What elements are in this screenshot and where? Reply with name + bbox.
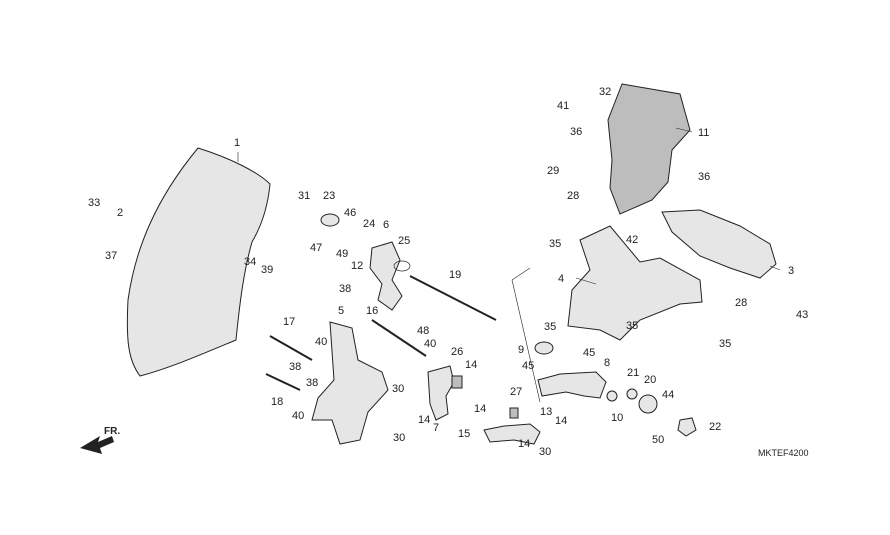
callout-41: 41 bbox=[557, 100, 569, 112]
callout-33: 33 bbox=[88, 197, 100, 209]
callout-16: 16 bbox=[366, 305, 378, 317]
callout-35b: 35 bbox=[544, 321, 556, 333]
plate-9 bbox=[534, 341, 554, 355]
callout-47: 47 bbox=[310, 242, 322, 254]
callout-28b: 28 bbox=[735, 297, 747, 309]
cap-21 bbox=[626, 388, 638, 400]
diagram-code: MKTEF4200 bbox=[758, 448, 809, 458]
callout-36a: 36 bbox=[570, 126, 582, 138]
rod-17 bbox=[269, 335, 313, 361]
callout-39: 39 bbox=[261, 264, 273, 276]
callout-40c: 40 bbox=[424, 338, 436, 350]
callout-8: 8 bbox=[604, 357, 610, 369]
callout-38a: 38 bbox=[339, 283, 351, 295]
callout-50: 50 bbox=[652, 434, 664, 446]
front-arrow-icon bbox=[80, 436, 114, 454]
callout-15: 15 bbox=[458, 428, 470, 440]
callout-22: 22 bbox=[709, 421, 721, 433]
callout-17: 17 bbox=[283, 316, 295, 328]
lower-bracket bbox=[311, 321, 389, 445]
callout-14e: 14 bbox=[555, 415, 567, 427]
callout-42: 42 bbox=[626, 234, 638, 246]
callout-38c: 38 bbox=[289, 361, 301, 373]
callout-14c: 14 bbox=[418, 414, 430, 426]
callout-18: 18 bbox=[271, 396, 283, 408]
callout-20: 20 bbox=[644, 374, 656, 386]
rod-16 bbox=[371, 319, 427, 357]
callout-44: 44 bbox=[662, 389, 674, 401]
callout-13: 13 bbox=[540, 406, 552, 418]
callout-45b: 45 bbox=[522, 360, 534, 372]
callout-23: 23 bbox=[323, 190, 335, 202]
callout-30a: 30 bbox=[392, 383, 404, 395]
callout-7: 7 bbox=[433, 422, 439, 434]
callout-29: 29 bbox=[547, 165, 559, 177]
link-7 bbox=[427, 365, 455, 421]
callout-28a: 28 bbox=[567, 190, 579, 202]
bearing-23 bbox=[320, 213, 340, 227]
bracket-6 bbox=[369, 241, 403, 311]
upper-cover bbox=[607, 83, 691, 215]
rod-19 bbox=[409, 275, 497, 321]
callout-24: 24 bbox=[363, 218, 375, 230]
callout-12: 12 bbox=[351, 260, 363, 272]
spring-27 bbox=[509, 407, 519, 419]
callout-9: 9 bbox=[518, 344, 524, 356]
callout-35a: 35 bbox=[549, 238, 561, 250]
callout-40a: 40 bbox=[315, 336, 327, 348]
callout-31: 31 bbox=[298, 190, 310, 202]
callout-21: 21 bbox=[627, 367, 639, 379]
callout-38b: 38 bbox=[306, 377, 318, 389]
o-ring-25 bbox=[393, 260, 411, 272]
windscreen bbox=[126, 147, 271, 377]
front-label: FR. bbox=[104, 426, 120, 437]
callout-1: 1 bbox=[234, 137, 240, 149]
callout-37: 37 bbox=[105, 250, 117, 262]
callout-19: 19 bbox=[449, 269, 461, 281]
callout-36b: 36 bbox=[698, 171, 710, 183]
rod-18 bbox=[265, 373, 301, 391]
arm-8 bbox=[537, 371, 607, 399]
callout-labels: 1 2 3 4 5 6 7 8 9 10 11 12 13 14 14 14 1… bbox=[88, 86, 808, 458]
callout-25: 25 bbox=[398, 235, 410, 247]
callout-49: 49 bbox=[336, 248, 348, 260]
callout-2: 2 bbox=[117, 207, 123, 219]
front-direction-indicator: FR. bbox=[80, 426, 120, 454]
callout-30c: 30 bbox=[539, 446, 551, 458]
callout-3: 3 bbox=[788, 265, 794, 277]
callout-35c: 35 bbox=[626, 320, 638, 332]
callout-6: 6 bbox=[383, 219, 389, 231]
callout-43: 43 bbox=[796, 309, 808, 321]
callout-27: 27 bbox=[510, 386, 522, 398]
spring-26 bbox=[451, 375, 463, 389]
callout-45a: 45 bbox=[583, 347, 595, 359]
callout-48: 48 bbox=[417, 325, 429, 337]
callout-14a: 14 bbox=[465, 359, 477, 371]
callout-35d: 35 bbox=[719, 338, 731, 350]
callout-40b: 40 bbox=[292, 410, 304, 422]
callout-32: 32 bbox=[599, 86, 611, 98]
callout-4: 4 bbox=[558, 273, 564, 285]
callout-34: 34 bbox=[244, 256, 256, 268]
callout-46: 46 bbox=[344, 207, 356, 219]
callout-14d: 14 bbox=[518, 438, 530, 450]
cap-22 bbox=[677, 417, 697, 437]
main-bracket bbox=[567, 225, 703, 341]
leader-lines bbox=[237, 127, 781, 403]
callout-11: 11 bbox=[698, 127, 709, 139]
callout-26: 26 bbox=[451, 346, 463, 358]
callout-30b: 30 bbox=[393, 432, 405, 444]
callout-14b: 14 bbox=[474, 403, 486, 415]
arm-15 bbox=[483, 423, 541, 445]
callout-5: 5 bbox=[338, 305, 344, 317]
knob-20 bbox=[638, 394, 658, 414]
callout-10: 10 bbox=[611, 412, 623, 424]
washer-10 bbox=[606, 390, 618, 402]
side-bracket bbox=[661, 209, 777, 279]
